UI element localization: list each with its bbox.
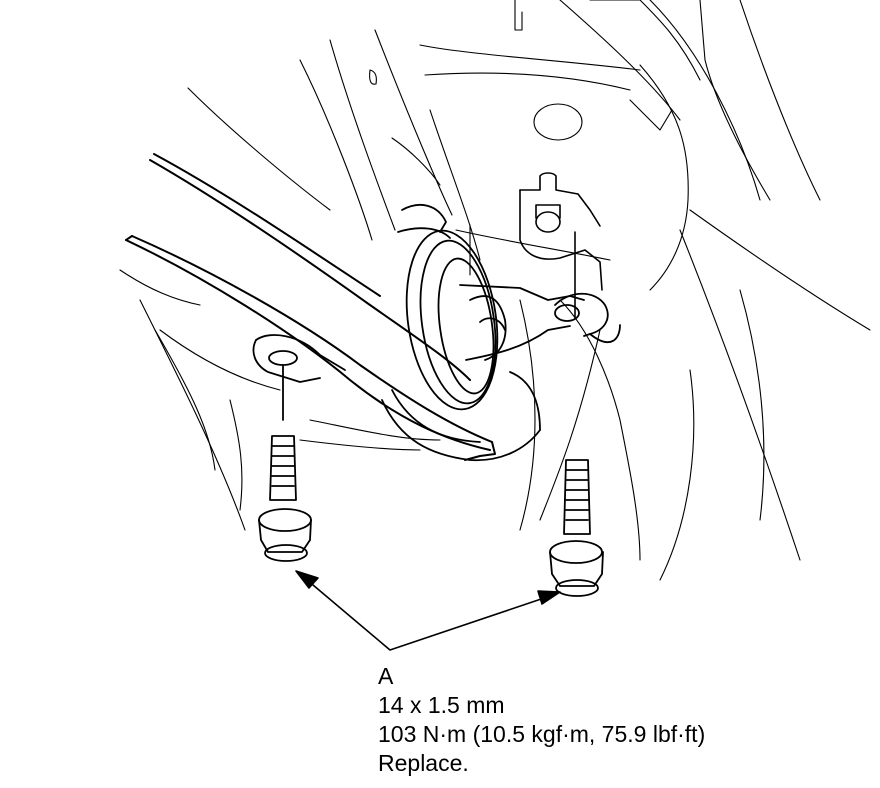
callout-letter: A <box>378 663 394 689</box>
lower-left-bracket <box>252 334 346 421</box>
arrowhead-right <box>537 590 561 605</box>
bolt-size-label: 14 x 1.5 mm <box>378 692 505 718</box>
body-frame-lines <box>119 0 871 581</box>
mounting-bracket <box>519 172 603 319</box>
arrowhead-left <box>295 570 319 589</box>
bushing-assembly <box>381 204 621 462</box>
callout-text-block: A 14 x 1.5 mm 103 N·m (10.5 kgf·m, 75.9 … <box>378 662 705 778</box>
lower-control-arm <box>125 153 496 461</box>
replace-note: Replace. <box>378 750 469 776</box>
callout-leader <box>295 570 561 651</box>
bolt-right <box>549 459 604 597</box>
torque-spec-label: 103 N·m (10.5 kgf·m, 75.9 lbf·ft) <box>378 721 706 747</box>
bolt-left <box>258 435 312 562</box>
